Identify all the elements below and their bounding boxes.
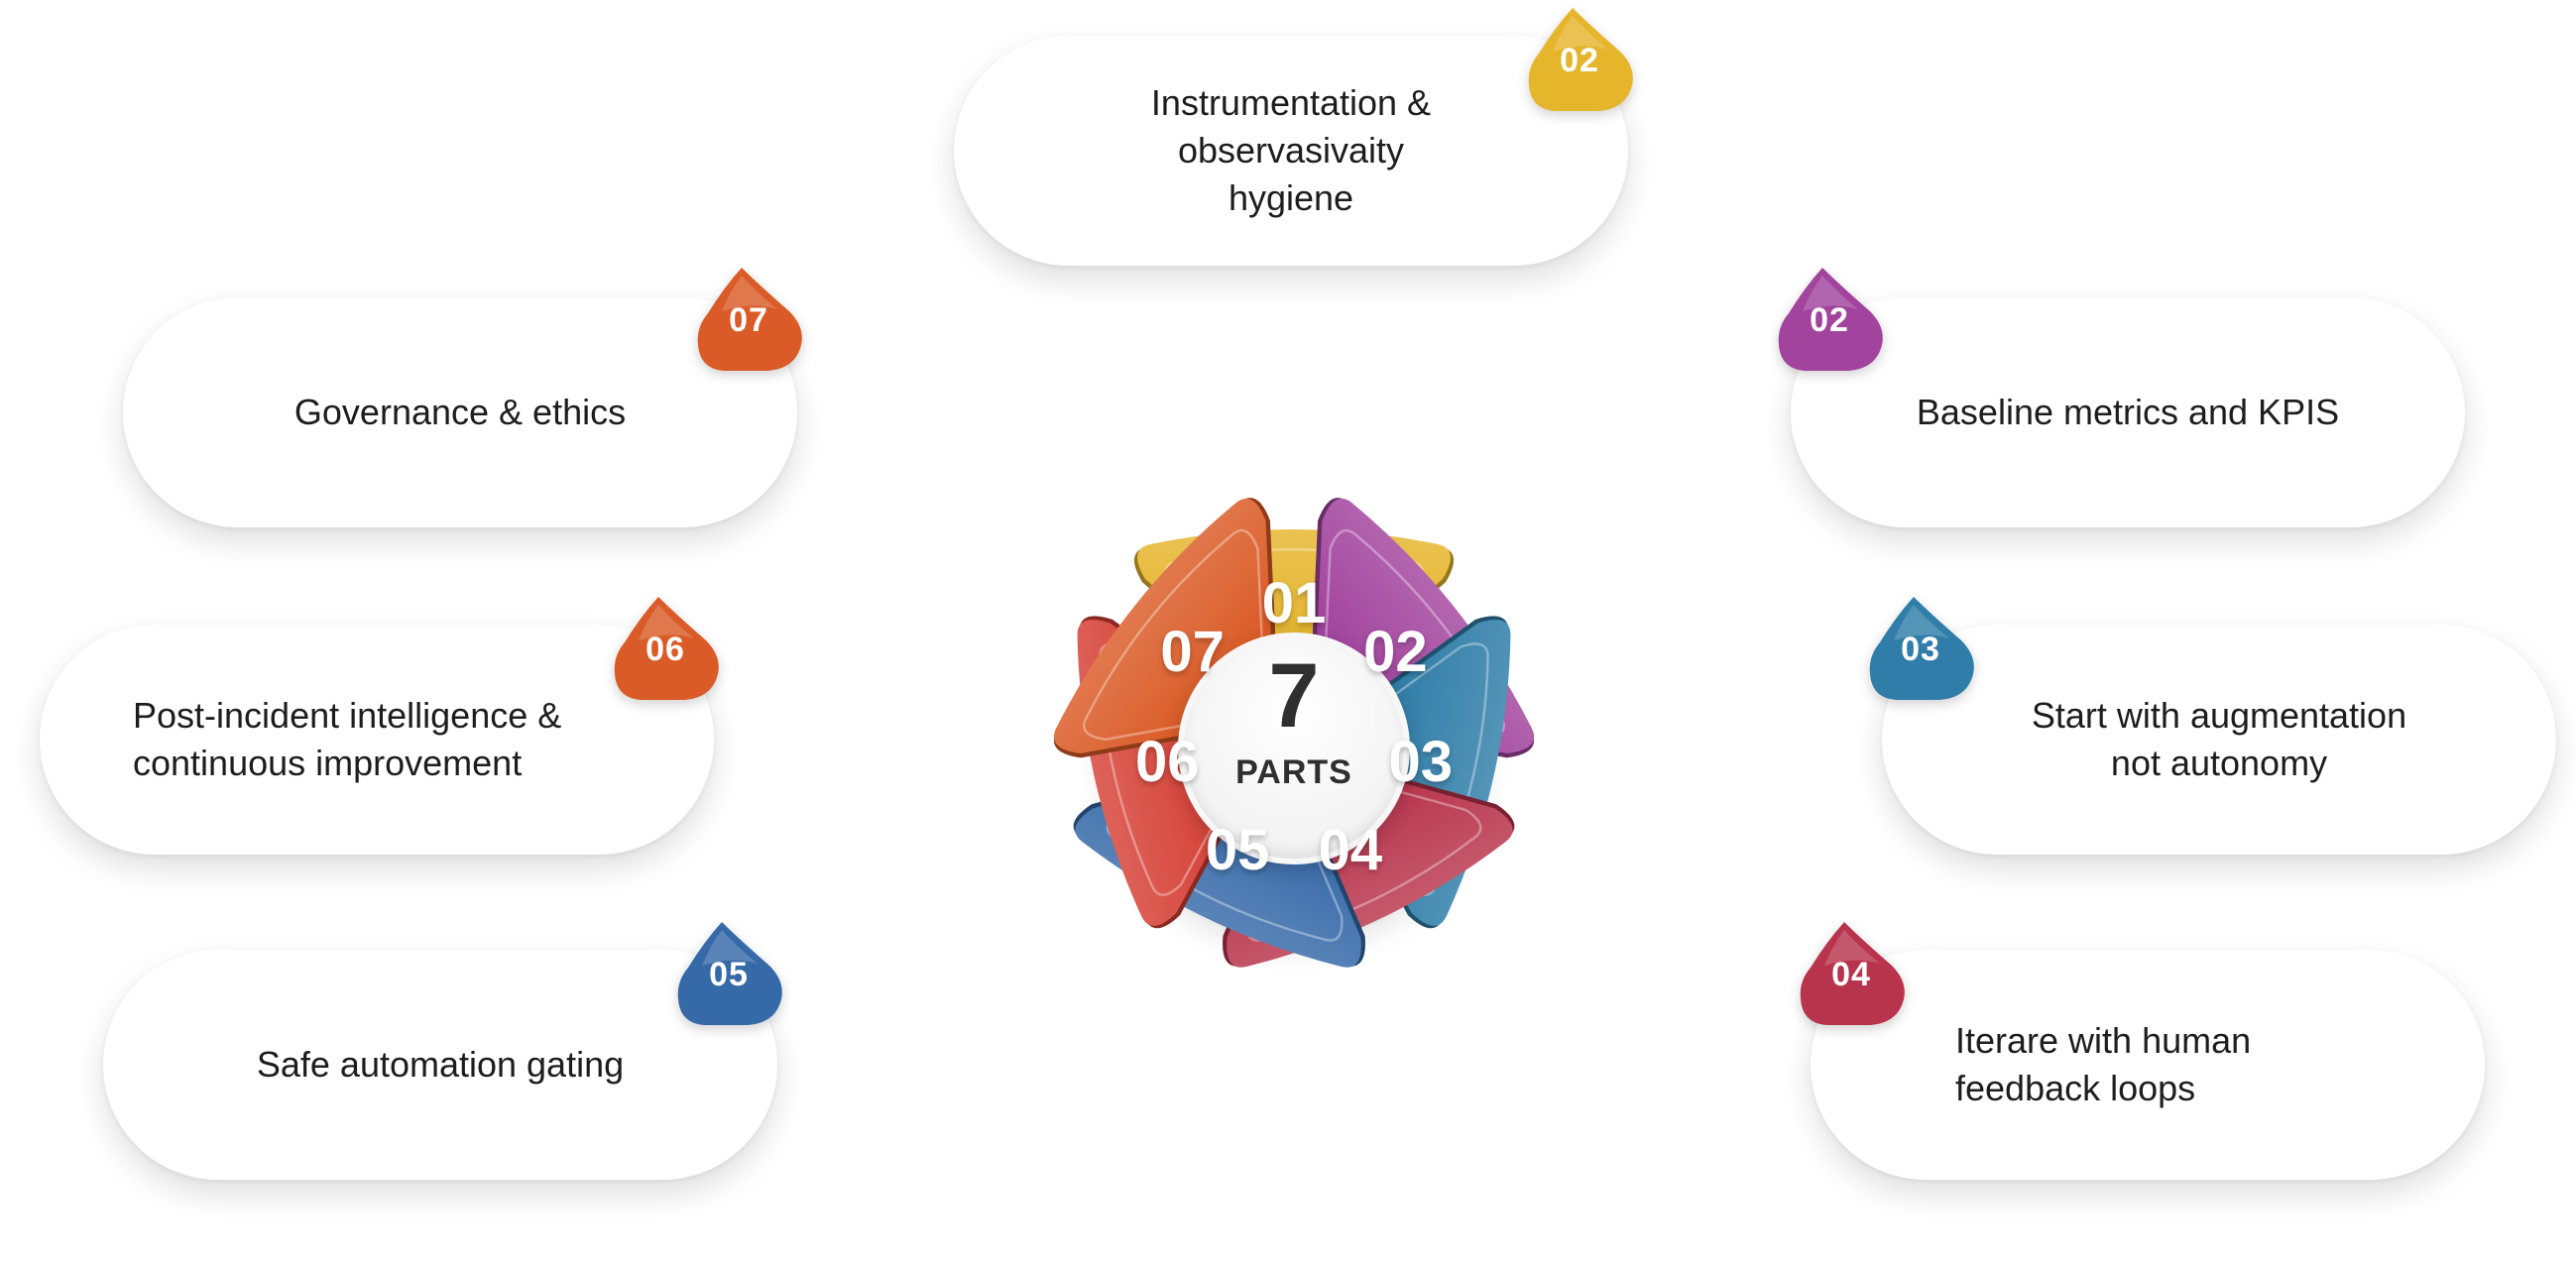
callout-card-feedback-loops: Iterare with human feedback loops xyxy=(1811,950,2485,1180)
card-badge: 05 xyxy=(674,920,783,1029)
card-badge: 02 xyxy=(1525,6,1634,115)
badge-highlight xyxy=(722,276,777,311)
hub-label: PARTS xyxy=(1235,753,1352,791)
petal-label-04: 04 xyxy=(1318,818,1383,883)
badge-shape xyxy=(1528,8,1633,111)
callout-card-post-incident: Post-incident intelligence & continuous … xyxy=(40,625,714,855)
card-text: Start with augmentation not autonomy xyxy=(2031,695,2407,783)
card-text: Baseline metrics and KPIS xyxy=(1916,392,2340,432)
badge-teardrop xyxy=(1778,268,1883,371)
badge-number: 06 xyxy=(645,631,685,668)
badge-number: 03 xyxy=(1901,631,1940,668)
callout-card-instrumentation: Instrumentation & observasivaity hygiene xyxy=(954,36,1628,266)
badge-number: 02 xyxy=(1810,301,1849,339)
petal-inner-outline xyxy=(1083,528,1266,742)
callout-card-governance: Governance & ethics xyxy=(123,297,797,527)
badge-teardrop xyxy=(677,922,782,1025)
badge-highlight xyxy=(639,605,694,640)
badge-teardrop xyxy=(1800,922,1905,1025)
badge-number: 05 xyxy=(709,956,749,993)
badge-number: 04 xyxy=(1831,956,1871,993)
badge-highlight xyxy=(1824,930,1880,966)
badge-shape xyxy=(677,922,782,1025)
card-badge: 04 xyxy=(1797,920,1906,1029)
card-text: Post-incident intelligence & continuous … xyxy=(133,695,562,783)
badge-highlight xyxy=(1894,605,1949,640)
petal-label-03: 03 xyxy=(1388,730,1453,795)
card-text: Instrumentation & observasivaity hygiene xyxy=(1150,82,1432,218)
callout-card-safe-automation: Safe automation gating xyxy=(103,950,777,1180)
petal-label-05: 05 xyxy=(1205,818,1270,883)
petal-label-01: 01 xyxy=(1261,571,1327,635)
callout-card-baseline-metrics: Baseline metrics and KPIS xyxy=(1791,297,2465,527)
badge-number: 02 xyxy=(1560,42,1599,79)
card-text: Governance & ethics xyxy=(293,392,627,432)
badge-teardrop xyxy=(1869,597,1974,700)
card-badge: 06 xyxy=(611,595,720,704)
hub-number: 7 xyxy=(1268,645,1320,747)
center-hub xyxy=(1178,632,1410,864)
petal-label-07: 07 xyxy=(1160,620,1225,685)
badge-highlight xyxy=(1803,276,1858,311)
badge-shape xyxy=(1869,597,1974,700)
badge-highlight xyxy=(1553,16,1608,52)
badge-teardrop xyxy=(697,268,802,371)
petal-label-02: 02 xyxy=(1363,620,1428,685)
badge-highlight xyxy=(702,930,758,966)
badge-shape xyxy=(1800,922,1905,1025)
badge-shape xyxy=(697,268,802,371)
card-text: Iterare with human feedback loops xyxy=(1955,1020,2252,1108)
badge-number: 07 xyxy=(729,301,768,339)
card-badge: 02 xyxy=(1775,266,1884,375)
callout-card-augmentation: Start with augmentation not autonomy xyxy=(1882,625,2556,855)
badge-teardrop xyxy=(1528,8,1633,111)
petal-label-06: 06 xyxy=(1135,730,1200,795)
card-badge: 07 xyxy=(694,266,803,375)
badge-shape xyxy=(614,597,719,700)
badge-teardrop xyxy=(614,597,719,700)
card-text: Safe automation gating xyxy=(256,1044,625,1085)
card-badge: 03 xyxy=(1866,595,1975,704)
badge-shape xyxy=(1778,268,1883,371)
